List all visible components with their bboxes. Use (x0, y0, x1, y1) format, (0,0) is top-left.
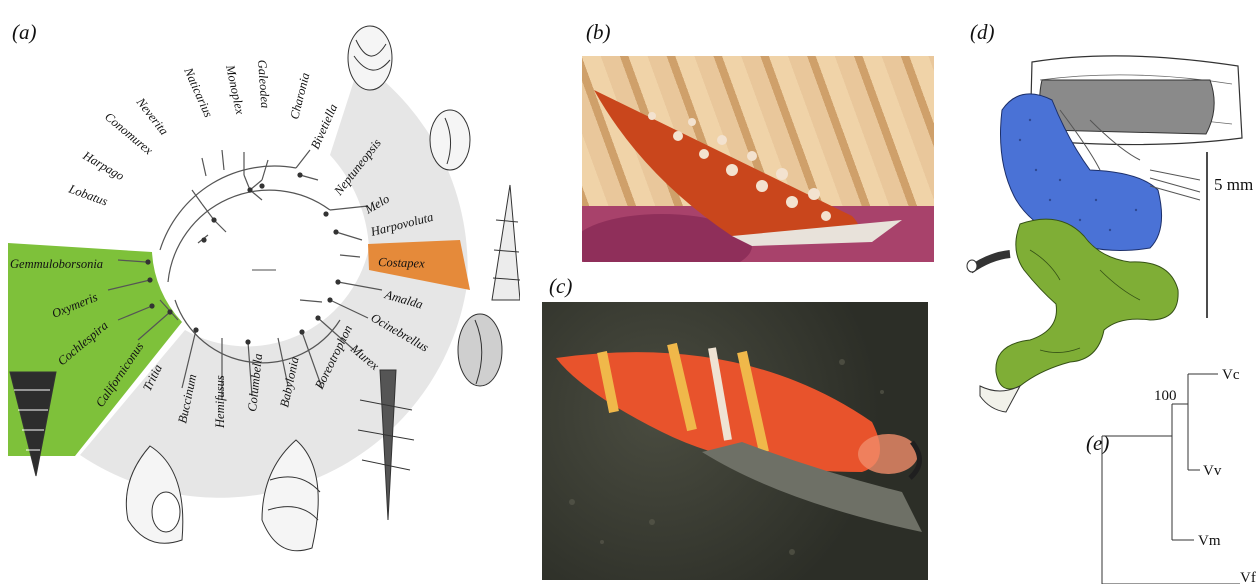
bulb-tip (980, 386, 1020, 412)
tree-e-tip: Vf (1240, 570, 1256, 584)
tree-e-tip: Vm (1198, 533, 1221, 549)
tree-e-tip: Vv (1203, 463, 1222, 479)
grey-gland (1040, 80, 1214, 134)
tree-e-tip: Vc (1222, 367, 1240, 383)
bootstrap-value: 100 (1154, 388, 1177, 404)
scale-label: 5 mm (1214, 175, 1253, 194)
tree-e-branches (1102, 374, 1240, 584)
